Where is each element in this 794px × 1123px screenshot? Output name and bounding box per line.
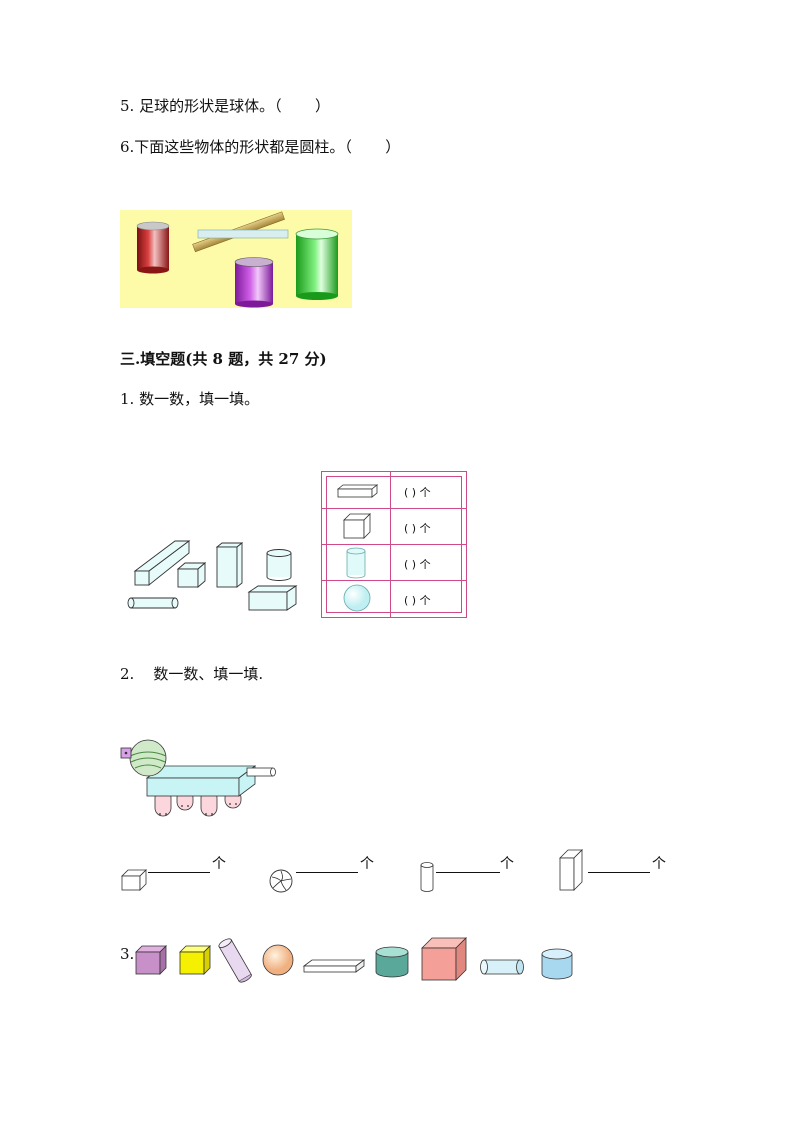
cylinder-icon: [344, 547, 368, 579]
cuboid-icon: [558, 848, 586, 894]
shape-animal-figure: [115, 738, 280, 826]
section-title: 三.填空题(共 8 题，共 27 分): [120, 350, 327, 368]
cube-icon: [179, 945, 211, 975]
cube-icon: [135, 945, 167, 975]
answer-line[interactable]: [148, 872, 210, 873]
fill2-count-row: 个 个 个 个: [120, 846, 680, 896]
question-6: 6.下面这些物体的形状都是圆柱。（ ）: [120, 138, 401, 156]
answer-line[interactable]: [588, 872, 650, 873]
answer-line[interactable]: [436, 872, 500, 873]
unit-label: 个: [652, 856, 666, 872]
answer-cell[interactable]: ( ) 个: [404, 486, 431, 499]
fill3-shapes-row: [134, 934, 584, 984]
cylinder-icon: [480, 959, 524, 975]
cylinder-objects-image: [120, 210, 352, 308]
cuboid-icon: [302, 959, 366, 973]
sphere-icon: [342, 583, 372, 613]
fill-question-1: 1. 数一数，填一填。: [120, 390, 260, 408]
answer-cell[interactable]: ( ) 个: [404, 594, 431, 607]
unit-label: 个: [360, 856, 374, 872]
question-5: 5. 足球的形状是球体。（ ）: [120, 97, 330, 115]
answer-cell[interactable]: ( ) 个: [404, 522, 431, 535]
answer-cell[interactable]: ( ) 个: [404, 558, 431, 571]
answer-line[interactable]: [296, 872, 358, 873]
fill-question-3-number: 3.: [120, 945, 135, 963]
cube-icon: [421, 937, 467, 981]
cuboid-icon: [336, 482, 378, 500]
cube-icon: [342, 512, 372, 540]
sphere-icon: [262, 944, 294, 976]
cylinder-icon: [218, 938, 252, 983]
fill1-shapes-figure: [125, 535, 305, 615]
counting-table: ( ) 个 ( ) 个 ( ) 个 ( ) 个: [321, 471, 467, 618]
fill-question-2: 2. 数一数、填一填.: [120, 665, 264, 683]
cylinder-icon: [541, 948, 573, 980]
unit-label: 个: [212, 856, 226, 872]
cylinder-icon: [418, 860, 436, 894]
unit-label: 个: [500, 856, 514, 872]
cylinder-icon: [375, 946, 409, 978]
sphere-icon: [268, 868, 294, 894]
cube-icon: [120, 868, 148, 892]
